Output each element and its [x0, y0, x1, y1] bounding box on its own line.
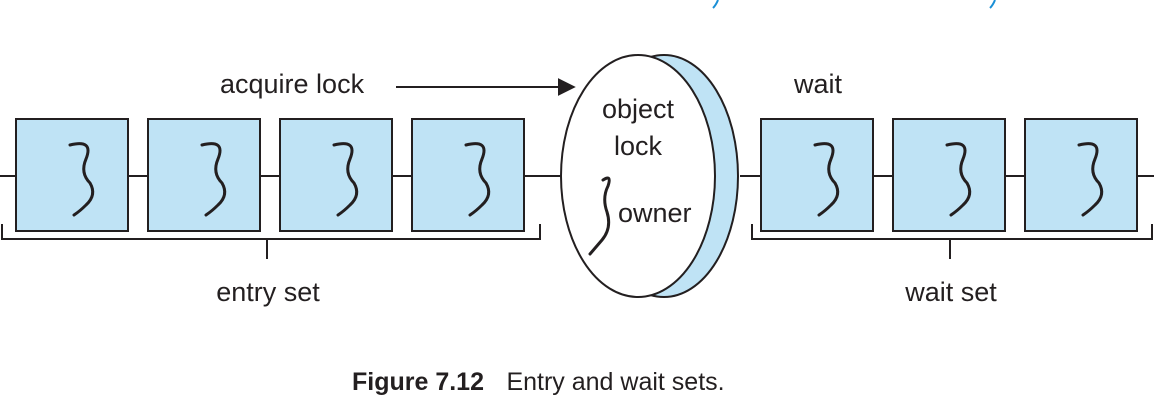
caption-number: Figure 7.12 — [352, 368, 484, 396]
entry-set-threads — [15, 118, 525, 232]
entry-set-label: entry set — [216, 277, 320, 307]
wait-thread-box-1 — [760, 118, 874, 232]
thread-squiggle-icon — [813, 142, 840, 217]
thread-squiggle-icon — [1077, 142, 1104, 217]
top-crop-fragments — [712, 0, 996, 9]
wait-label: wait — [793, 69, 843, 99]
wait-set-label: wait set — [904, 277, 997, 307]
entry-thread-box-3 — [279, 118, 393, 232]
entry-thread-box-4 — [411, 118, 525, 232]
wait-set-threads — [760, 118, 1138, 232]
wait-thread-box-3 — [1024, 118, 1138, 232]
entry-thread-box-1 — [15, 118, 129, 232]
entry-set-bracket — [1, 224, 541, 259]
thread-squiggle-icon — [68, 142, 95, 217]
owner-thread-icon — [588, 176, 611, 256]
thread-squiggle-icon — [464, 142, 491, 217]
wait-thread-box-2 — [892, 118, 1006, 232]
acquire-lock-label: acquire lock — [220, 69, 365, 99]
thread-squiggle-icon — [200, 142, 227, 217]
entry-thread-box-2 — [147, 118, 261, 232]
caption-text: Entry and wait sets. — [506, 368, 724, 396]
lock-label: lock — [614, 131, 663, 161]
thread-squiggle-icon — [945, 142, 972, 217]
object-label: object — [602, 94, 675, 124]
object-lock-disc — [560, 54, 739, 298]
figure-caption: Figure 7.12 Entry and wait sets. — [352, 368, 725, 396]
owner-label: owner — [618, 198, 692, 228]
wait-set-bracket — [751, 224, 1153, 259]
thread-squiggle-icon — [332, 142, 359, 217]
